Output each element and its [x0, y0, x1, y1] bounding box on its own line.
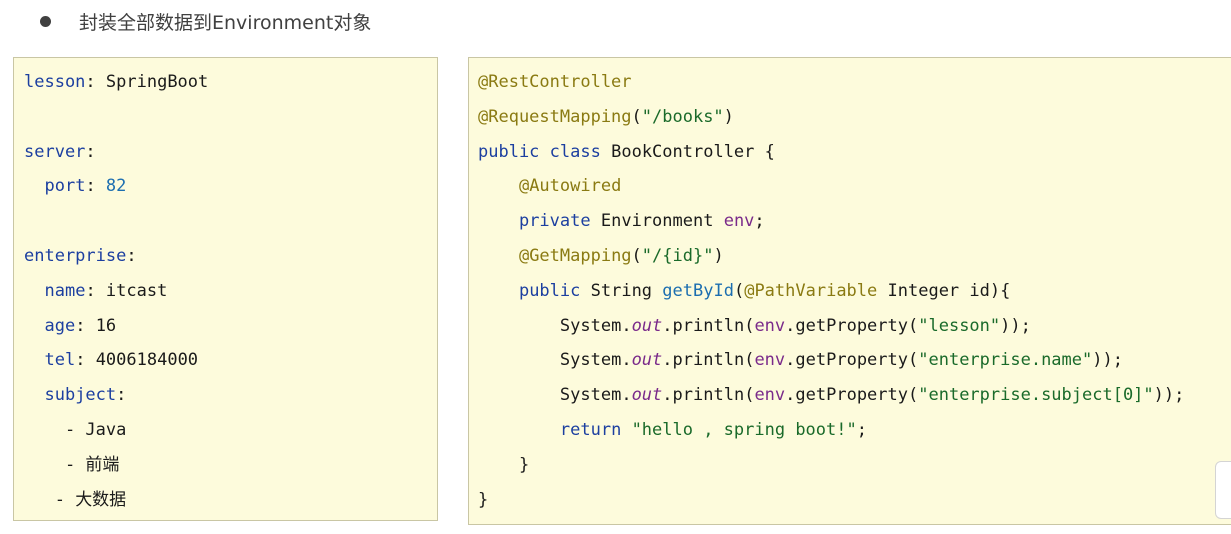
- yaml-line: port: 82: [44, 176, 127, 197]
- string-literal: "hello , spring boot!": [631, 419, 857, 440]
- heading-text: 封装全部数据到Environment对象: [79, 11, 372, 34]
- annotation-request-mapping: @RequestMapping: [478, 106, 632, 127]
- println-call: println: [672, 385, 745, 406]
- env-ref: env: [754, 385, 786, 406]
- yaml-config-block: lesson: SpringBoot server: port: 82 ente…: [13, 57, 438, 521]
- java-line: @Autowired: [478, 174, 1231, 209]
- yaml-line: server:: [24, 141, 96, 162]
- yaml-key-lesson: lesson: [24, 72, 86, 92]
- class-name: BookController: [611, 141, 755, 162]
- yaml-key-enterprise: enterprise: [24, 245, 127, 266]
- out-field: out: [631, 385, 663, 406]
- return-type: String: [590, 280, 653, 301]
- yaml-key-server: server: [24, 141, 86, 162]
- yaml-value-name: itcast: [105, 280, 168, 301]
- yaml-line: subject:: [44, 385, 127, 406]
- yaml-value-lesson: SpringBoot: [105, 72, 209, 92]
- bullet-dot-icon: [40, 15, 51, 27]
- yaml-line: age: 16: [44, 315, 117, 336]
- out-field: out: [631, 350, 663, 371]
- yaml-list-item: - 大数据: [24, 489, 127, 510]
- method-name: getById: [662, 280, 734, 301]
- java-line: public String getById(@PathVariable Inte…: [518, 280, 1011, 301]
- keyword-return: return: [559, 419, 622, 440]
- get-property-call: getProperty: [795, 315, 908, 336]
- string-literal: "enterprise.name": [918, 350, 1093, 371]
- yaml-blank-line: [24, 105, 437, 140]
- yaml-subject-item: 大数据: [75, 489, 127, 510]
- java-line: System.out.println(env.getProperty("less…: [559, 315, 1031, 336]
- string-literal: "/{id}": [641, 245, 714, 266]
- string-literal: "enterprise.subject[0]": [918, 385, 1154, 406]
- yaml-key-port: port: [44, 176, 86, 197]
- keyword-public: public: [478, 141, 540, 162]
- java-line: @RequestMapping("/books"): [478, 106, 734, 127]
- yaml-subject-item: Java: [85, 419, 127, 440]
- yaml-list-item: - Java: [24, 419, 127, 440]
- yaml-subject-item: 前端: [85, 454, 120, 475]
- out-field: out: [631, 315, 663, 336]
- env-ref: env: [754, 315, 786, 336]
- yaml-value-age: 16: [95, 315, 117, 336]
- string-literal: "/books": [641, 106, 724, 127]
- java-line: @RestController: [478, 70, 1231, 105]
- java-line: }: [478, 489, 489, 510]
- yaml-value-port: 82: [105, 176, 127, 197]
- yaml-line: name: itcast: [44, 280, 168, 301]
- yaml-value-tel: 4006184000: [95, 350, 199, 371]
- get-property-call: getProperty: [795, 350, 908, 371]
- yaml-key-age: age: [44, 315, 76, 336]
- keyword-public: public: [518, 280, 581, 301]
- yaml-key-tel: tel: [44, 350, 76, 371]
- keyword-private: private: [518, 211, 591, 232]
- java-line: @GetMapping("/{id}"): [518, 245, 724, 266]
- yaml-line: lesson: SpringBoot: [24, 72, 209, 92]
- println-call: println: [672, 350, 745, 371]
- string-literal: "lesson": [918, 315, 1001, 336]
- system-class: System: [559, 315, 622, 336]
- get-property-call: getProperty: [795, 385, 908, 406]
- yaml-line: enterprise:: [24, 245, 137, 266]
- system-class: System: [559, 350, 622, 371]
- yaml-key-subject: subject: [44, 385, 117, 406]
- java-line: private Environment env;: [518, 211, 765, 232]
- java-line: public class BookController {: [478, 141, 775, 162]
- bullet-heading: 封装全部数据到Environment对象: [40, 6, 371, 36]
- param-name: id: [969, 280, 990, 301]
- java-code-block: @RestController @RequestMapping("/books"…: [468, 57, 1231, 525]
- annotation-path-variable: @PathVariable: [744, 280, 878, 301]
- yaml-key-name: name: [44, 280, 86, 301]
- java-line: System.out.println(env.getProperty("ente…: [559, 350, 1123, 371]
- field-type: Environment: [600, 211, 714, 232]
- annotation-autowired: @Autowired: [518, 176, 622, 197]
- field-name: env: [723, 211, 755, 232]
- yaml-blank-line: [24, 209, 437, 244]
- java-line: return "hello , spring boot!";: [559, 419, 867, 440]
- param-type: Integer: [887, 280, 960, 301]
- keyword-class: class: [549, 141, 601, 162]
- side-panel-tab[interactable]: [1215, 461, 1231, 519]
- annotation-get-mapping: @GetMapping: [518, 245, 632, 266]
- system-class: System: [559, 385, 622, 406]
- yaml-list-item: - 前端: [24, 454, 120, 475]
- env-ref: env: [754, 350, 786, 371]
- java-line: }: [478, 454, 530, 475]
- java-line: System.out.println(env.getProperty("ente…: [559, 385, 1185, 406]
- yaml-line: tel: 4006184000: [44, 350, 199, 371]
- annotation-rest-controller: @RestController: [478, 72, 632, 92]
- println-call: println: [672, 315, 745, 336]
